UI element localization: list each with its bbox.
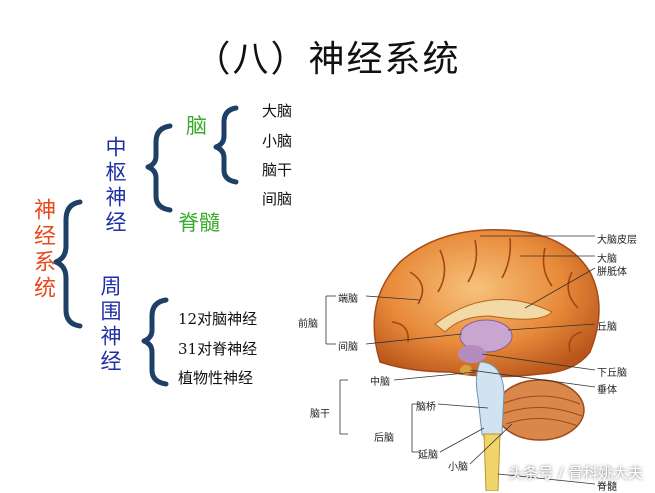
label-corpus-callosum: 胼胝体	[597, 267, 627, 278]
peripheral-brace	[141, 297, 169, 387]
label-pons: 脑桥	[416, 402, 436, 413]
central-nervous-label: 中枢神经	[103, 136, 127, 236]
spinal-cord-shape	[483, 433, 501, 491]
watermark: 头条号 / 骨科姚大夫	[508, 464, 643, 482]
label-pituitary: 垂体	[597, 385, 617, 396]
label-hindbrain: 后脑	[374, 433, 394, 444]
label-telencephalon: 端脑	[338, 294, 358, 305]
page-title: （八）神经系统	[194, 39, 461, 80]
label-cerebral-cortex: 大脑皮层	[597, 235, 637, 246]
brain-part-brainstem: 脑干	[262, 161, 293, 179]
label-cerebellum: 小脑	[448, 462, 468, 473]
label-diencephalon: 间脑	[338, 342, 358, 353]
label-midbrain: 中脑	[370, 377, 390, 388]
peripheral-nervous-label: 周围神经	[98, 275, 122, 375]
root-label: 神经系统	[30, 198, 55, 302]
brain-part-diencephalon: 间脑	[262, 190, 293, 208]
spinal-cord-label: 脊髓	[178, 211, 220, 235]
brain-part-cerebrum: 大脑	[262, 102, 293, 120]
label-thalamus: 丘脑	[597, 322, 617, 333]
brain-part-cerebellum: 小脑	[262, 132, 293, 150]
cerebellum-shape	[495, 379, 585, 441]
hypothalamus-shape	[458, 345, 486, 363]
brain-brace	[213, 105, 239, 185]
label-brainstem: 脑干	[310, 409, 330, 420]
label-medulla: 延脑	[418, 450, 438, 461]
central-brace	[145, 123, 173, 213]
brain-illustration	[325, 229, 600, 491]
thalamus-shape	[459, 319, 513, 353]
brain-label: 脑	[186, 114, 207, 138]
peripheral-autonomic-nerves: 植物性神经	[178, 369, 254, 387]
corpus-callosum-shape	[434, 299, 553, 333]
label-spinal-cord: 脊髓	[597, 482, 617, 493]
label-cerebrum: 大脑	[597, 254, 617, 265]
peripheral-cranial-nerves: 12对脑神经	[178, 310, 258, 328]
label-forebrain: 前脑	[298, 319, 318, 330]
label-hypothalamus: 下丘脑	[597, 368, 627, 379]
root-brace	[53, 199, 83, 329]
peripheral-spinal-nerves: 31对脊神经	[178, 340, 258, 358]
